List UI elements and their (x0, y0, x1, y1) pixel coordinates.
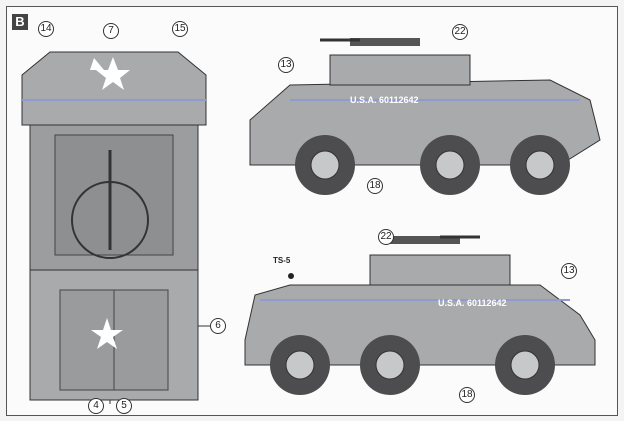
callout-13-lower: 13 (561, 263, 577, 279)
callout-5: 5 (116, 398, 132, 414)
ts-5-part (288, 273, 294, 279)
ts-5-label: TS-5 (273, 256, 291, 265)
callout-18-upper: 18 (367, 178, 383, 194)
callout-22-lower: 22 (378, 229, 394, 245)
callout-4: 4 (88, 398, 104, 414)
callout-18-lower: 18 (459, 387, 475, 403)
callout-15: 15 (172, 21, 188, 37)
serial-marking-lower: U.S.A. 60112642 (438, 298, 507, 308)
side-view-lower: U.S.A. 60112642 (244, 235, 596, 395)
step-label: B (12, 14, 28, 30)
callout-22-upper: 22 (452, 24, 468, 40)
callout-6: 6 (210, 318, 226, 334)
serial-marking-upper: U.S.A. 60112642 (350, 95, 419, 105)
top-view-vehicle (21, 51, 210, 404)
callout-13-upper: 13 (278, 57, 294, 73)
callout-7: 7 (103, 23, 119, 39)
callout-14: 14 (38, 21, 54, 37)
star-insignia-rear (91, 318, 123, 349)
side-view-upper: U.S.A. 60112642 (249, 38, 601, 195)
star-insignia-top (96, 57, 130, 90)
